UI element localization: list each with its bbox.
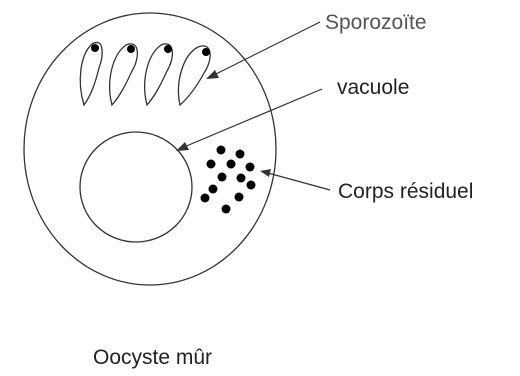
sporozoite bbox=[179, 46, 211, 105]
vacuole-pointer bbox=[176, 89, 322, 151]
residual-granule bbox=[227, 160, 236, 169]
residual-granule bbox=[236, 150, 245, 159]
sporozoite-nucleus bbox=[91, 44, 99, 52]
sporozoite-nucleus bbox=[127, 45, 135, 53]
diagram-caption: Oocyste mûr bbox=[93, 346, 212, 369]
residual-granule bbox=[217, 146, 226, 155]
residual-granule bbox=[246, 163, 255, 172]
sporozoite-nucleus bbox=[164, 45, 172, 53]
sporozoite bbox=[80, 42, 102, 105]
sporozoite-label: Sporozoïte bbox=[325, 11, 427, 34]
residual-body-label: Corps résiduel bbox=[338, 180, 473, 203]
residual-granule bbox=[218, 173, 227, 182]
residual-granule bbox=[237, 174, 246, 183]
residual-granule bbox=[222, 205, 231, 214]
sporozoite bbox=[145, 44, 173, 105]
residual-granule bbox=[207, 160, 216, 169]
vacuole bbox=[80, 132, 192, 242]
residual-granule bbox=[209, 185, 218, 194]
residual-body bbox=[201, 146, 256, 214]
vacuole-label: vacuole bbox=[337, 76, 409, 99]
residual-granule bbox=[247, 181, 256, 190]
sporozoite bbox=[110, 44, 138, 105]
sporozoite-nucleus bbox=[202, 48, 210, 56]
residual-granule bbox=[201, 194, 210, 203]
residual-granule bbox=[235, 193, 244, 202]
oocyst-wall bbox=[24, 13, 276, 285]
sporozoite-group bbox=[80, 42, 210, 105]
sporozoite-pointer bbox=[206, 22, 320, 79]
